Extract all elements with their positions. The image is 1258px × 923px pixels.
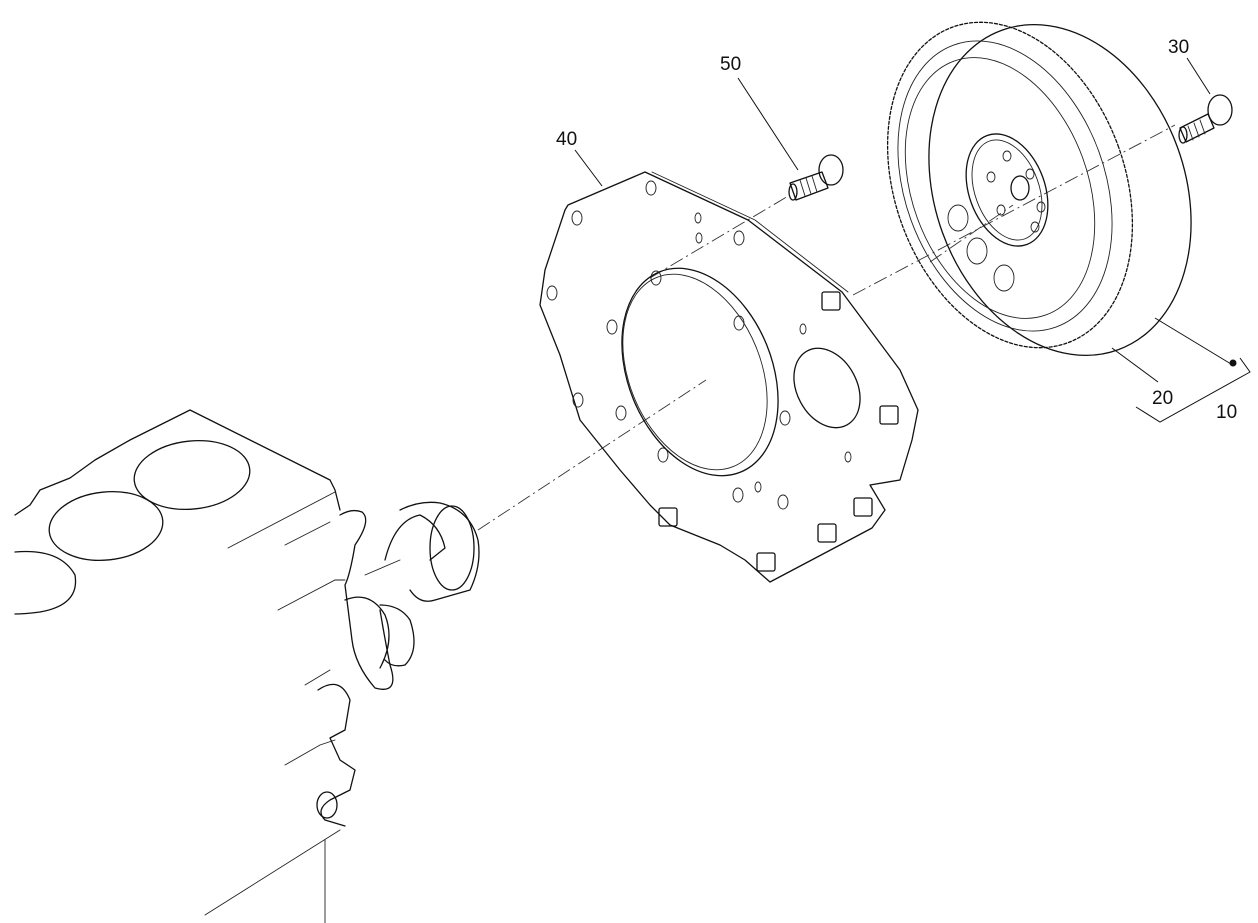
callout-50: 50 [720, 54, 742, 75]
leader-10-dot [1229, 359, 1237, 367]
callout-10: 10 [1216, 402, 1238, 423]
rear-engine-plate [539, 149, 919, 583]
leader-10 [1154, 317, 1232, 365]
flywheel-axis-line [852, 124, 1176, 296]
leader-40 [574, 149, 603, 187]
callout-30: 30 [1168, 37, 1190, 58]
flywheel-bolt [1178, 57, 1233, 144]
callout-20: 20 [1152, 388, 1174, 409]
callout-40: 40 [556, 129, 578, 150]
plate-holes [546, 180, 852, 510]
assembly-bracket-10 [1135, 357, 1251, 423]
flywheel [886, 21, 1237, 383]
leader-20 [1111, 347, 1159, 383]
leader-50 [737, 77, 799, 171]
leader-30 [1186, 57, 1211, 95]
plate-dowel-nuts [658, 291, 899, 572]
crank-axis-line [477, 379, 707, 531]
plate-bolt-axis-line [649, 194, 791, 279]
engine-block [14, 409, 346, 923]
crankshaft [316, 501, 480, 827]
plate-bolt [737, 77, 844, 201]
